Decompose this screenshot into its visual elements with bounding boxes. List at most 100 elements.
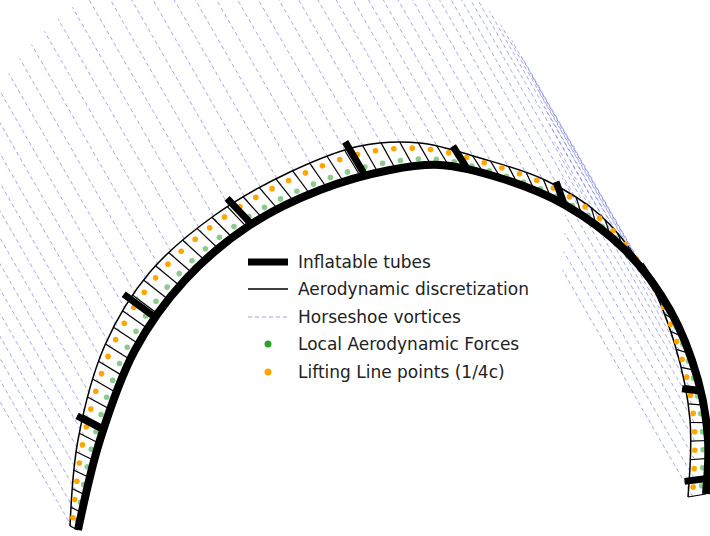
lifting-line-point	[428, 147, 434, 153]
legend-swatch	[244, 252, 292, 272]
vortex-line	[564, 196, 694, 422]
lifting-line-point	[165, 261, 171, 267]
force-point	[203, 246, 209, 252]
vortex-line	[0, 301, 72, 527]
strut-tube	[227, 198, 253, 226]
vortex-line	[102, 0, 232, 212]
force-point	[110, 377, 116, 383]
strut-tube	[682, 389, 702, 392]
vortex-line	[236, 0, 366, 152]
legend-swatch	[244, 307, 292, 327]
strut-tube	[124, 294, 158, 319]
lifting-line-point	[517, 171, 523, 177]
force-point	[311, 181, 317, 187]
force-point	[104, 394, 110, 400]
lifting-line-point	[582, 204, 588, 210]
vortex-line	[564, 252, 694, 478]
vortex-line	[32, 45, 162, 271]
strut-tube	[556, 182, 565, 207]
vortex-line	[0, 139, 105, 365]
vortex-line	[118, 0, 248, 202]
trailing-edge	[70, 142, 691, 526]
force-point	[217, 235, 223, 241]
lifting-line-point	[77, 460, 83, 466]
vortex-line	[150, 0, 280, 184]
force-point	[398, 158, 404, 164]
aero-discretization	[70, 142, 708, 530]
legend-row: Lifting Line points (1/4c)	[244, 358, 529, 386]
panel-chord	[276, 179, 294, 201]
lifting-line-point	[88, 406, 94, 412]
panel-chord	[212, 217, 232, 237]
strut-tube	[685, 478, 709, 481]
lifting-line-point	[222, 214, 228, 220]
force-point	[294, 188, 300, 194]
panel-chord	[259, 188, 277, 209]
panel-chord	[122, 311, 147, 329]
lifting-line-point	[481, 160, 487, 166]
legend-label: Aerodynamic discretization	[298, 279, 529, 299]
lifting-line-point	[72, 497, 78, 503]
lifting-line-point	[567, 194, 573, 200]
strut-tube	[77, 416, 105, 431]
legend-swatch	[244, 334, 292, 354]
vortex-line	[0, 174, 93, 400]
force-point	[380, 160, 386, 166]
lifting-line-point	[207, 225, 213, 231]
vortex-line	[0, 264, 76, 490]
vortex-line	[58, 19, 188, 245]
vortex-line	[0, 246, 78, 472]
force-point	[98, 412, 104, 418]
panel-chord	[98, 361, 122, 376]
lifting-line-point	[70, 515, 76, 521]
vortex-line	[44, 31, 174, 257]
lifting-line-point	[446, 150, 452, 156]
panel-chord	[155, 266, 179, 286]
lifting-line-point	[74, 478, 80, 484]
lifting-line-point	[409, 145, 415, 151]
lifting-line-point	[80, 442, 86, 448]
lifting-line-point	[93, 388, 99, 394]
vortex-line	[184, 0, 314, 169]
lifting-line-point	[679, 356, 685, 362]
vortex-line	[87, 0, 217, 222]
vortex-line	[559, 160, 689, 386]
panel-chord	[143, 280, 168, 299]
lifting-line-point	[391, 146, 397, 152]
lifting-line-point	[253, 195, 259, 201]
vortex-line	[0, 192, 88, 418]
force-point	[278, 196, 284, 202]
legend-row: Horseshoe vortices	[244, 303, 529, 331]
lifting-line-point	[690, 484, 696, 490]
panel-chord	[105, 344, 130, 360]
legend-label: Local Aerodynamic Forces	[298, 334, 519, 354]
legend-swatch	[244, 279, 292, 299]
lifting-line-point	[269, 186, 275, 192]
vortex-line	[398, 0, 528, 177]
panel-chord	[197, 228, 218, 248]
vortex-line	[219, 0, 349, 157]
vortex-line	[255, 0, 385, 149]
force-point	[189, 258, 195, 264]
legend-label: Inflatable tubes	[298, 252, 431, 272]
vortex-line	[463, 0, 593, 212]
force-point	[176, 271, 182, 277]
vortex-line	[512, 40, 642, 266]
vortex-line	[310, 0, 440, 151]
force-point	[345, 169, 351, 175]
vortex-line	[72, 7, 202, 233]
vortex-line	[0, 228, 81, 454]
lifting-line-point	[105, 354, 111, 360]
legend: Inflatable tubesAerodynamic discretizati…	[240, 246, 533, 388]
strut-tube	[345, 142, 367, 178]
lifting-line-point	[690, 411, 696, 417]
vortex-line	[345, 0, 475, 160]
vortex-line	[0, 105, 120, 331]
lifting-line-point	[286, 178, 292, 184]
vortex-line	[9, 74, 139, 300]
force-point	[231, 224, 237, 230]
vortex-line	[415, 0, 545, 184]
force-point	[133, 329, 139, 335]
legend-row: Local Aerodynamic Forces	[244, 331, 529, 359]
panel-chord	[310, 163, 327, 187]
